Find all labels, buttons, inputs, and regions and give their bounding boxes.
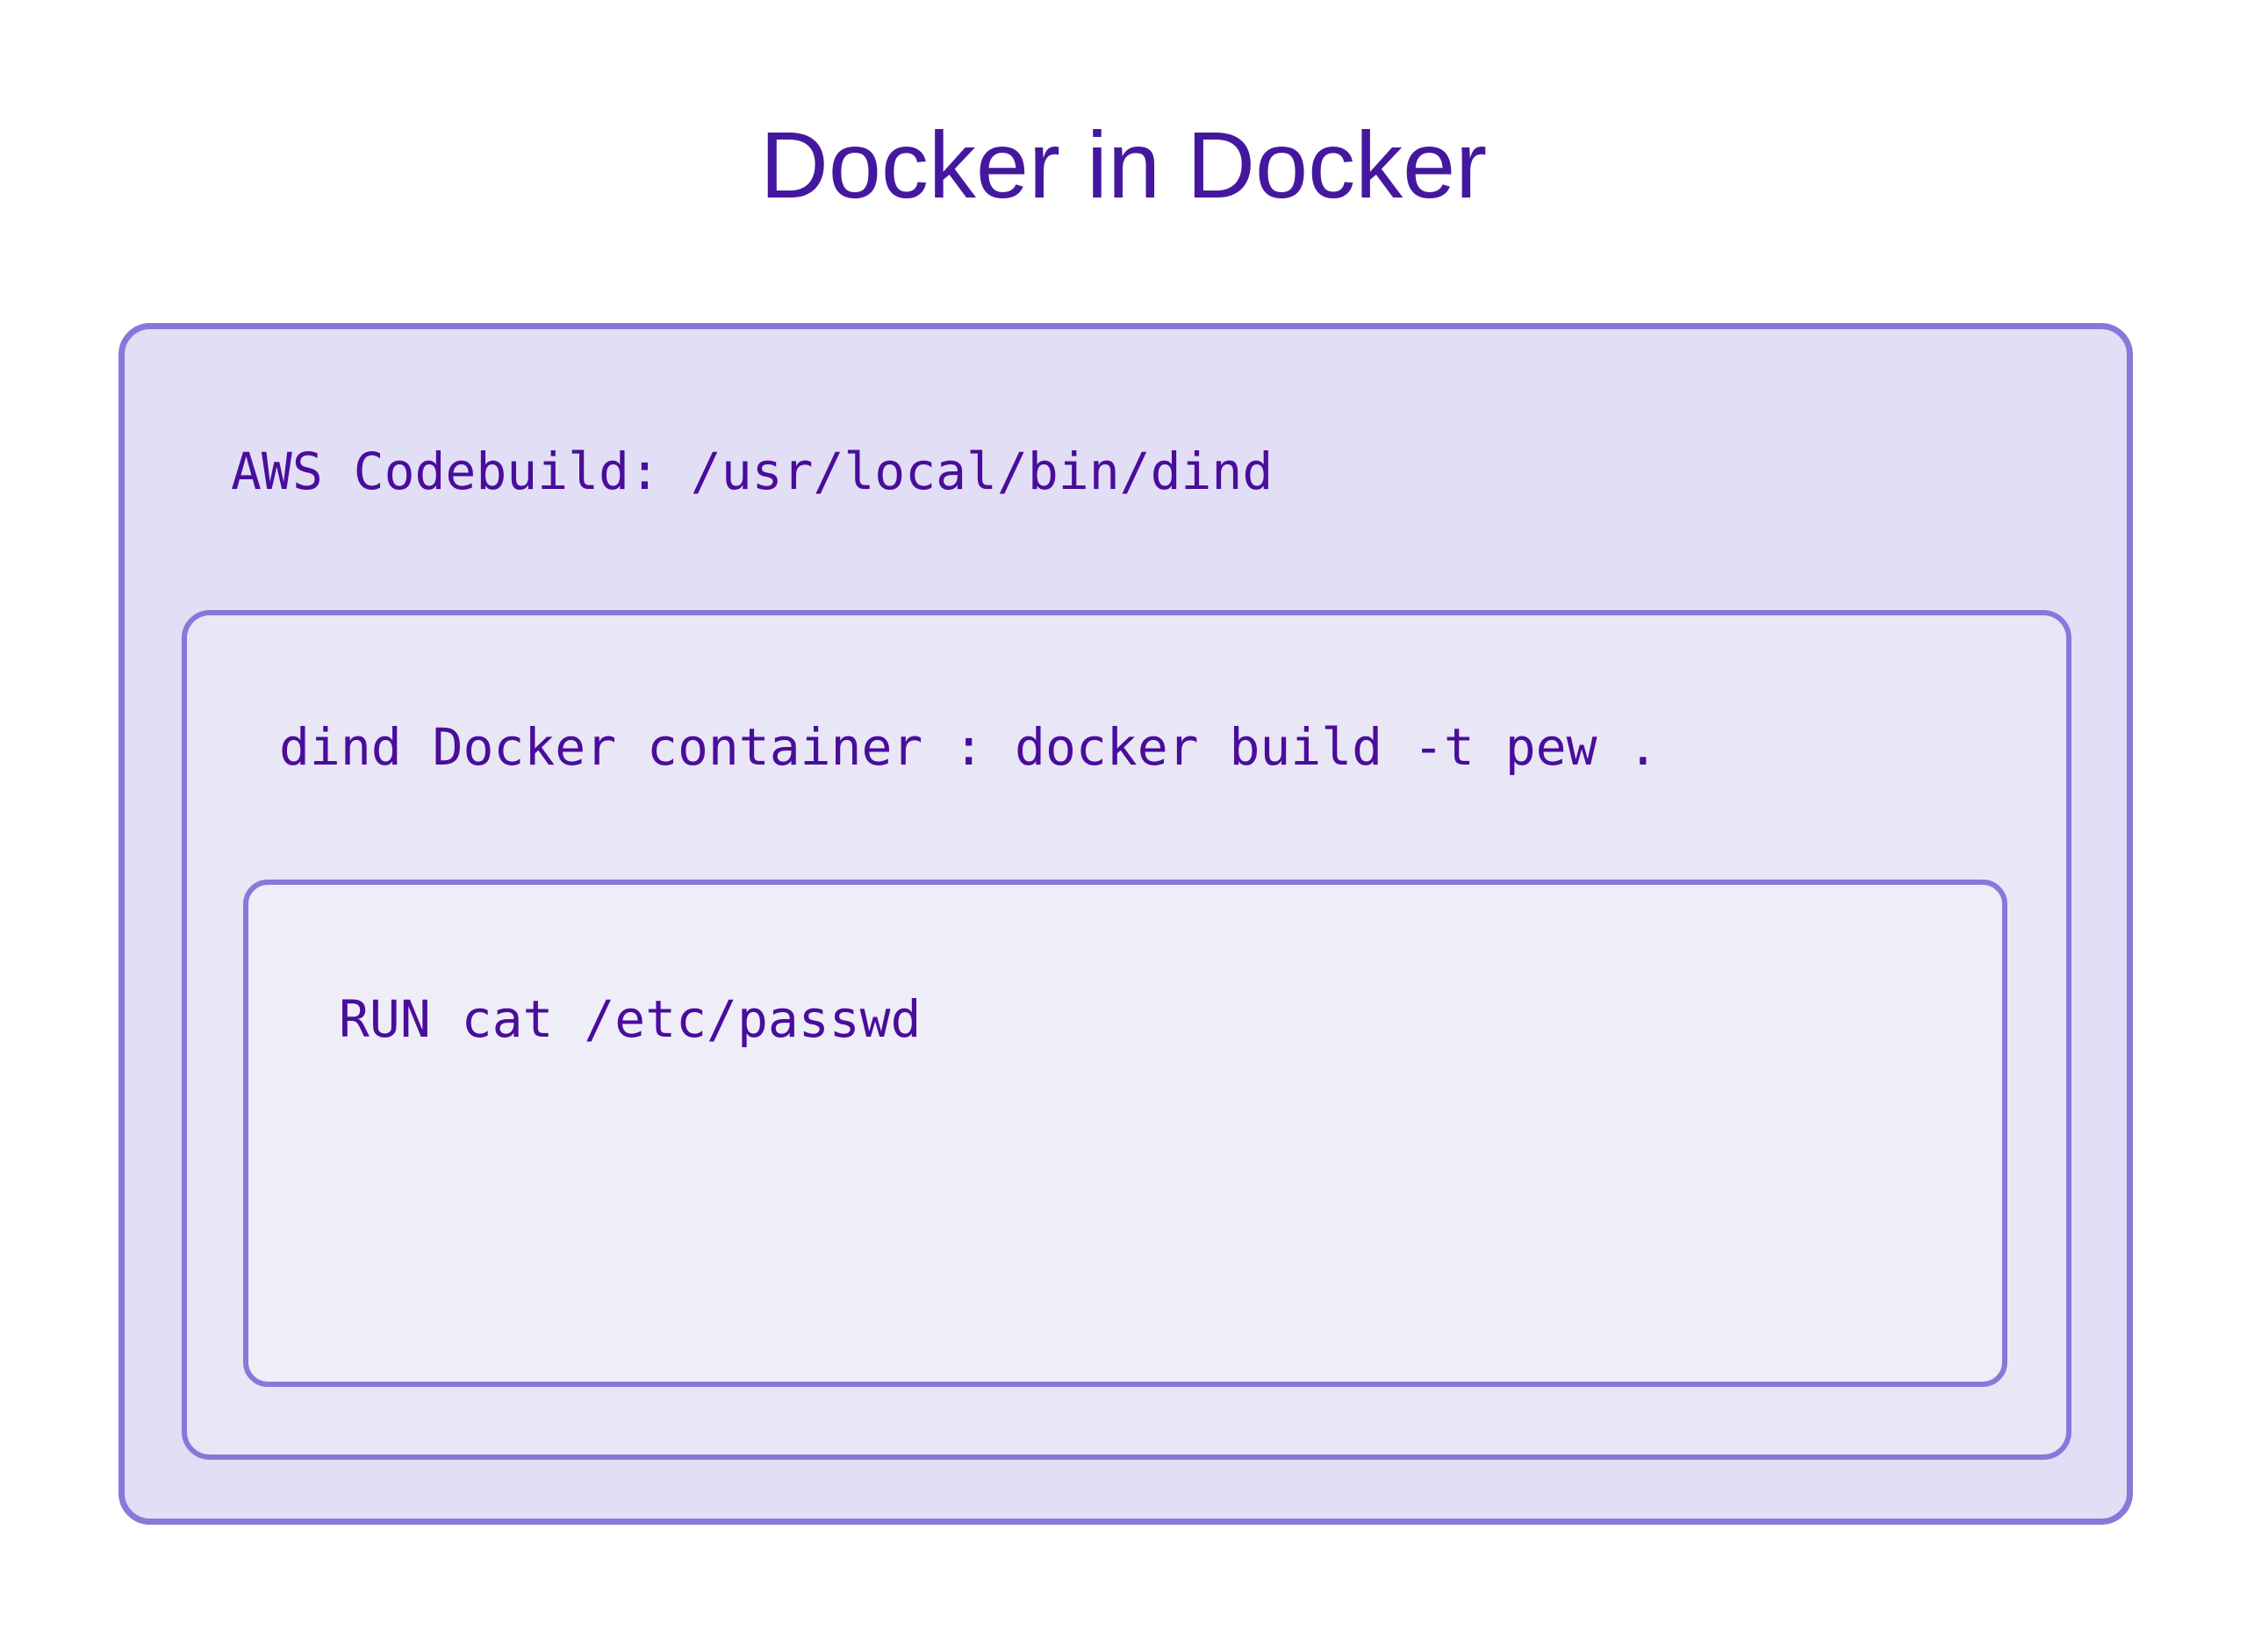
- diagram-title: Docker in Docker: [759, 111, 1488, 218]
- dind-container-box: dind Docker container : docker build -t …: [182, 610, 2071, 1460]
- dind-container-label: dind Docker container : docker build -t …: [279, 717, 1659, 777]
- run-command-box: RUN cat /etc/passwd: [243, 880, 2007, 1387]
- run-command-label: RUN cat /etc/passwd: [339, 989, 922, 1049]
- aws-codebuild-label: AWS Codebuild: /usr/local/bin/dind: [231, 442, 1274, 501]
- aws-codebuild-box: AWS Codebuild: /usr/local/bin/dind dind …: [118, 323, 2133, 1525]
